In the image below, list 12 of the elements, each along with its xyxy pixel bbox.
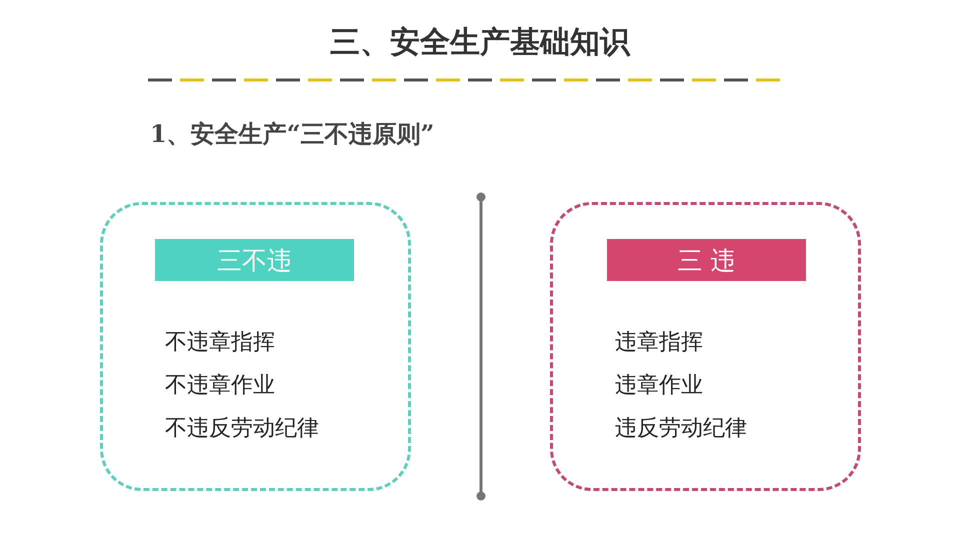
- header-band: 三不违: [155, 239, 354, 281]
- title: 三、安全生产基础知识: [329, 24, 632, 62]
- dashed-rounded-box: [550, 202, 861, 491]
- header-band: 三 违: [607, 239, 806, 281]
- list-item: 不违章指挥: [165, 329, 275, 357]
- subtitle: 1、安全生产“三不违原则”: [150, 118, 434, 150]
- list-item: 不违章作业: [165, 372, 275, 400]
- dashed-rounded-box: [100, 202, 411, 491]
- list-item: 违反劳动纪律: [615, 415, 747, 443]
- list-item: 违章指挥: [615, 329, 703, 357]
- list-item: 不违反劳动纪律: [165, 415, 319, 443]
- list-item: 违章作业: [615, 372, 703, 400]
